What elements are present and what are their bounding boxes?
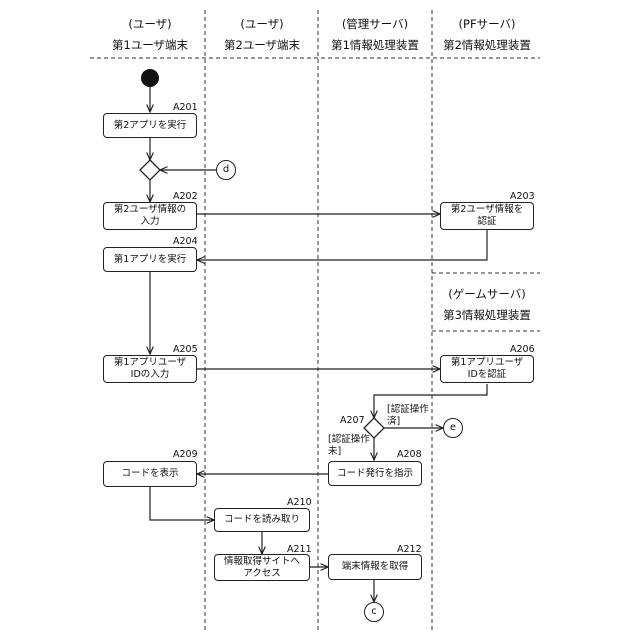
- step-label: A208: [397, 450, 422, 460]
- activity-a210: コードを読み取り: [214, 508, 310, 532]
- lane-header-title: 第1情報処理装置: [322, 38, 428, 52]
- connector-c: c: [364, 602, 384, 622]
- step-label: A210: [287, 498, 312, 508]
- merge-node: [140, 160, 160, 180]
- activity-a202: 第2ユーザ情報の 入力: [103, 202, 197, 230]
- guard-auth-not-done: [認証操作 未]: [328, 434, 370, 458]
- activity-a203: 第2ユーザ情報を 認証: [440, 202, 534, 230]
- activity-a211: 情報取得サイトへ アクセス: [214, 554, 310, 581]
- sublane-header-title: 第3情報処理装置: [436, 308, 538, 322]
- flow-a209-a210: [150, 487, 214, 520]
- lane-header-role: (ユーザ): [100, 17, 200, 31]
- step-label: A201: [173, 103, 198, 113]
- activity-a206: 第1アプリユーザ IDを認証: [440, 355, 534, 383]
- step-label: A202: [173, 192, 198, 202]
- step-label: A205: [173, 345, 198, 355]
- activity-a209: コードを表示: [103, 461, 197, 487]
- step-label: A209: [173, 450, 198, 460]
- start-node: [141, 69, 159, 87]
- activity-a201: 第2アプリを実行: [103, 113, 197, 138]
- activity-a208: コード発行を指示: [328, 461, 422, 486]
- step-label: A204: [173, 237, 198, 247]
- connector-d: d: [216, 160, 236, 180]
- connector-e: e: [443, 418, 463, 438]
- step-label: A206: [510, 345, 535, 355]
- lane-header-title: 第2情報処理装置: [436, 38, 538, 52]
- lane-header-title: 第1ユーザ端末: [100, 38, 200, 52]
- guard-auth-done: [認証操作 済]: [387, 404, 429, 428]
- activity-a204: 第1アプリを実行: [103, 247, 197, 272]
- step-label: A203: [510, 192, 535, 202]
- lane-header-title: 第2ユーザ端末: [211, 38, 313, 52]
- lane-header-role: (管理サーバ): [322, 17, 428, 31]
- sublane-header-role: (ゲームサーバ): [436, 287, 538, 301]
- lane-header-role: (ユーザ): [211, 17, 313, 31]
- activity-a212: 端末情報を取得: [328, 554, 422, 580]
- activity-a205: 第1アプリユーザ IDの入力: [103, 355, 197, 383]
- step-label: A207: [340, 416, 365, 426]
- lane-header-role: (PFサーバ): [436, 17, 538, 31]
- flow-a203-a204: [197, 230, 487, 260]
